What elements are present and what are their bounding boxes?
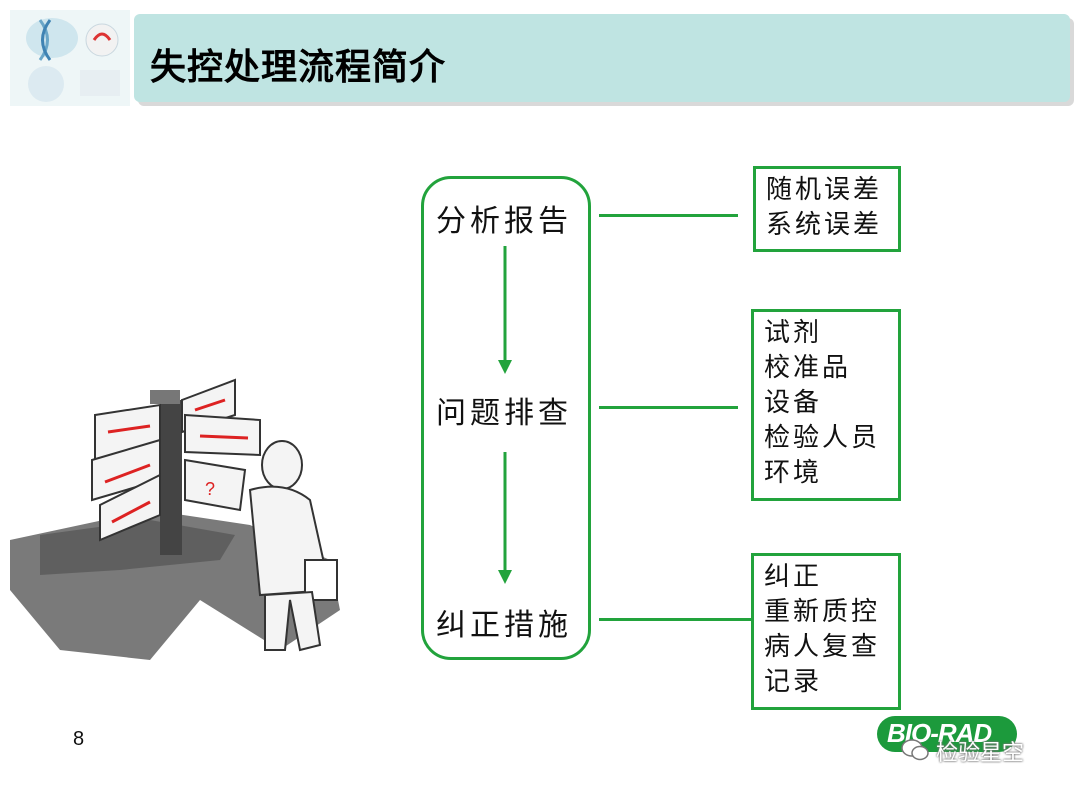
detail-line: 重新质控	[764, 597, 881, 627]
crossroads-illustration: ?	[10, 378, 340, 660]
title-bar	[134, 14, 1070, 102]
svg-text:?: ?	[205, 479, 215, 499]
detail-line: 系统误差	[766, 210, 883, 240]
step-corrective-action: 纠正措施	[436, 608, 572, 643]
watermark-text: 检验星空	[936, 741, 1025, 766]
investigation-items-box: 试剂 校准品 设备 检验人员 环境	[751, 309, 901, 501]
detail-line: 试剂	[764, 318, 823, 348]
detail-line: 检验人员	[764, 423, 881, 453]
detail-line: 纠正	[764, 562, 823, 592]
detail-line: 校准品	[764, 353, 852, 383]
step-analyze-report: 分析报告	[436, 204, 572, 239]
step-problem-investigation: 问题排查	[436, 396, 572, 431]
detail-line: 环境	[764, 458, 823, 488]
detail-line: 设备	[764, 388, 823, 418]
connector-line	[599, 214, 738, 217]
detail-line: 随机误差	[766, 175, 883, 205]
page-title: 失控处理流程简介	[150, 47, 447, 88]
process-flow-box	[421, 176, 591, 660]
header-decor-image	[10, 10, 130, 106]
connector-line	[599, 406, 738, 409]
detail-line: 病人复查	[764, 632, 881, 662]
bio-rad-logo	[877, 716, 1017, 752]
flow-arrows	[498, 246, 512, 584]
error-type-box: 随机误差 系统误差	[753, 166, 901, 252]
detail-line: 记录	[764, 667, 823, 697]
page-number: 8	[73, 728, 85, 750]
connector-line	[599, 618, 753, 621]
corrective-items-box: 纠正 重新质控 病人复查 记录	[751, 553, 901, 710]
wechat-icon	[901, 739, 929, 761]
